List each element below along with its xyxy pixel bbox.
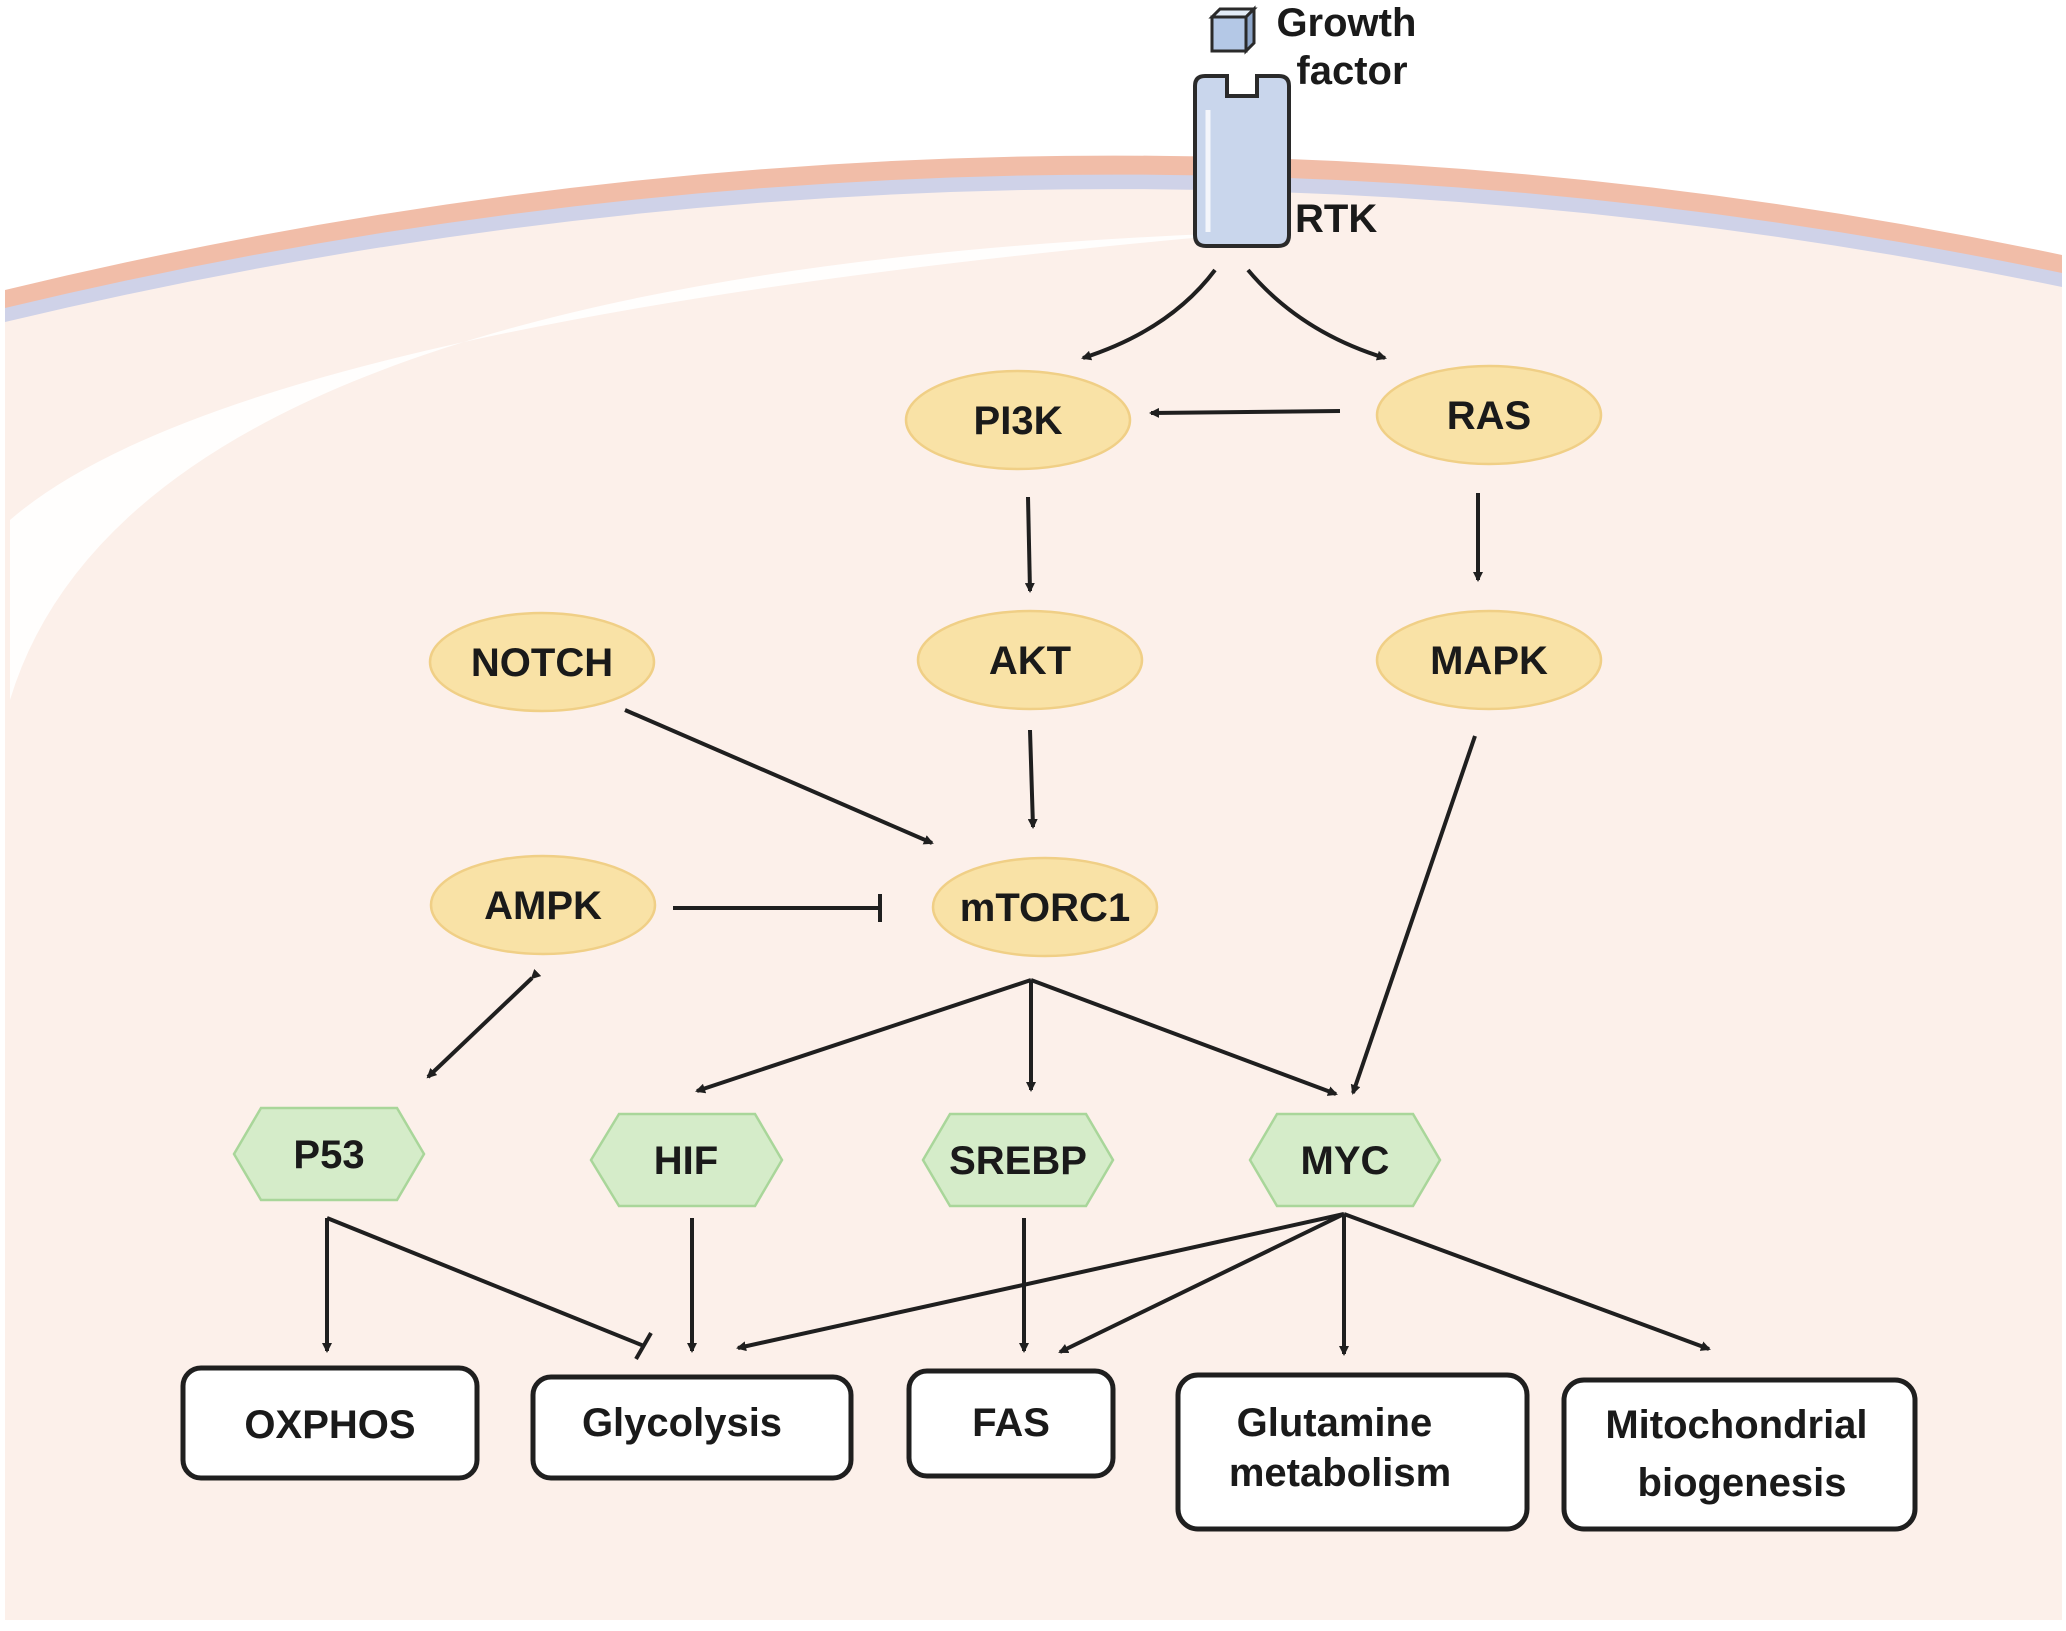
node-myc — [1248, 1112, 1442, 1208]
node-p53 — [232, 1106, 426, 1202]
box-glutamine-label: Glutamine metabolism — [1229, 1401, 1451, 1495]
node-notch-label: NOTCH — [471, 641, 613, 685]
edge-myc-fas — [1058, 1212, 1345, 1354]
box-oxphos-label-line1: OXPHOS — [244, 1403, 415, 1447]
growth-factor-label: Growth factor — [1276, 1, 1427, 93]
edge-p53-glycolysis — [326, 1216, 645, 1348]
rtk-label: RTK — [1295, 197, 1377, 241]
cell — [0, 155, 2066, 1631]
edge-p53-glycolysis-bar — [634, 1332, 653, 1360]
node-pi3k — [904, 369, 1132, 471]
node-myc-label: MYC — [1301, 1139, 1390, 1183]
edge-notch-mtorc1 — [624, 708, 934, 845]
box-fas-label-line1: FAS — [972, 1401, 1050, 1445]
edge-myc-glycolysis — [736, 1212, 1345, 1352]
node-srebp-label: SREBP — [949, 1139, 1087, 1183]
box-fas-label: FAS — [972, 1401, 1050, 1445]
transcription-factors: P53 HIF SREBP MYC — [232, 1106, 1442, 1208]
rtk-receptor-icon — [1193, 74, 1291, 248]
bottom-strip — [0, 1620, 2066, 1631]
node-ras — [1375, 364, 1603, 466]
edge-mtorc1-myc — [1030, 978, 1338, 1096]
node-ras-label: RAS — [1447, 394, 1531, 438]
node-notch — [428, 611, 656, 713]
box-glycolysis-label: Glycolysis — [582, 1401, 782, 1445]
metabolic-outputs: OXPHOS Glycolysis FAS Glutamine metaboli… — [180, 1365, 1918, 1532]
box-glycolysis-label-line1: Glycolysis — [582, 1401, 782, 1445]
edge-ampk-p53 — [426, 968, 542, 1079]
edge-mapk-myc — [1350, 735, 1477, 1095]
node-ampk-label: AMPK — [484, 884, 602, 928]
edge-ras-pi3k — [1149, 407, 1341, 418]
node-akt-label: AKT — [989, 639, 1071, 683]
edge-myc-mito — [1343, 1212, 1711, 1351]
growth-factor-label-line2: factor — [1296, 49, 1407, 93]
edge-pi3k-akt — [1024, 496, 1035, 593]
node-akt — [916, 609, 1144, 711]
node-mapk — [1375, 609, 1603, 711]
node-mapk-label: MAPK — [1430, 639, 1548, 683]
box-mito-label-line2: biogenesis — [1638, 1461, 1847, 1505]
box-glutamine-label-line1: Glutamine — [1237, 1401, 1433, 1445]
signaling-nodes: PI3K RAS AKT MAPK NOTCH mTORC1 AMPK — [428, 364, 1603, 958]
growth-factor-label-line1: Growth — [1276, 1, 1416, 45]
growth-factor-icon — [1208, 5, 1258, 55]
edge-rtk-pi3k — [1081, 268, 1217, 361]
box-mito-label: Mitochondrial biogenesis — [1605, 1403, 1878, 1505]
node-mtorc1 — [931, 856, 1159, 958]
edge-rtk-ras — [1246, 268, 1387, 361]
box-glutamine-label-line2: metabolism — [1229, 1451, 1451, 1495]
edge-mtorc1-hif — [695, 978, 1032, 1094]
box-oxphos-label: OXPHOS — [244, 1403, 415, 1447]
node-pi3k-label: PI3K — [974, 399, 1063, 443]
box-oxphos — [180, 1365, 480, 1481]
box-fas — [906, 1368, 1116, 1479]
node-srebp — [921, 1112, 1115, 1208]
box-glutamine — [1175, 1372, 1530, 1532]
box-glycolysis — [530, 1374, 854, 1481]
node-hif-label: HIF — [654, 1139, 718, 1183]
node-mtorc1-label: mTORC1 — [960, 886, 1130, 930]
node-hif — [589, 1112, 784, 1208]
edge-akt-mtorc1 — [1027, 729, 1038, 829]
edges — [322, 268, 1711, 1360]
box-mito-label-line1: Mitochondrial — [1605, 1403, 1867, 1447]
box-mito — [1561, 1377, 1918, 1532]
node-p53-label: P53 — [293, 1133, 364, 1177]
node-ampk — [429, 854, 657, 956]
